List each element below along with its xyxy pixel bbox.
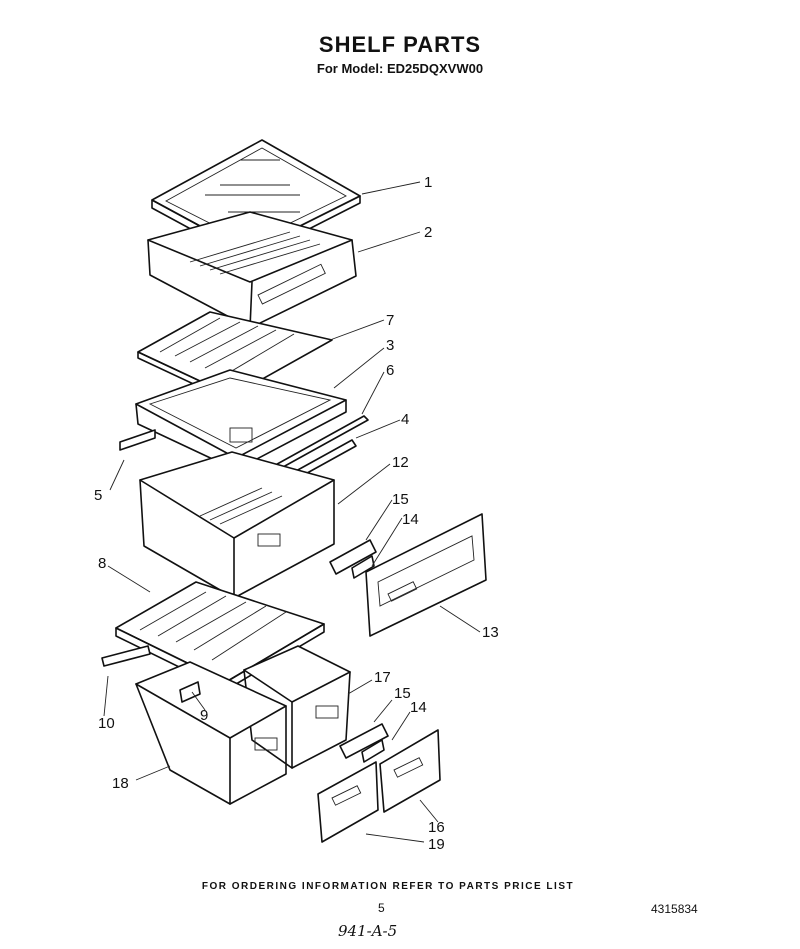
- document-number: 4315834: [651, 902, 698, 916]
- model-subtitle: For Model: ED25DQXVW00: [316, 61, 484, 76]
- callout-4: 4: [401, 411, 409, 428]
- callout-1: 1: [424, 174, 432, 191]
- part-left-small-front: [317, 761, 379, 843]
- page-title: SHELF PARTS: [318, 32, 482, 57]
- part-drawer-clips-upper: [329, 539, 377, 579]
- part-lower-rail: [101, 645, 151, 667]
- part-right-small-front: [379, 729, 441, 813]
- callout-19: 19: [428, 836, 445, 853]
- part-shelf-frame: [135, 369, 347, 471]
- part-upper-drawer-front: [365, 513, 487, 637]
- callout-14-upper: 14: [402, 511, 419, 528]
- callout-14-lower: 14: [410, 699, 427, 716]
- callout-15-lower: 15: [394, 685, 411, 702]
- handwritten-note: 941-A-5: [338, 922, 398, 940]
- callout-16: 16: [428, 819, 445, 836]
- callout-9: 9: [200, 707, 208, 724]
- part-left-lower-bin: [135, 661, 287, 805]
- part-upper-tray: [147, 211, 357, 329]
- callout-15-upper: 15: [392, 491, 409, 508]
- part-drawer-clips-lower: [339, 723, 389, 763]
- callout-7: 7: [386, 312, 394, 329]
- ordering-info-note: FOR ORDERING INFORMATION REFER TO PARTS …: [201, 881, 575, 892]
- page-number: 5: [378, 901, 385, 915]
- callout-13: 13: [482, 624, 499, 641]
- callout-10: 10: [98, 715, 115, 732]
- callout-numbers: 1 2 7 3 6 4 5 12 15 14 8 13 17 15 14 10 …: [94, 174, 499, 853]
- callout-17: 17: [374, 669, 391, 686]
- callout-8: 8: [98, 555, 106, 572]
- part-upper-drawer: [139, 451, 335, 599]
- callout-6: 6: [386, 362, 394, 379]
- callout-12: 12: [392, 454, 409, 471]
- callout-2: 2: [424, 224, 432, 241]
- callout-5: 5: [94, 487, 102, 504]
- callout-3: 3: [386, 337, 394, 354]
- leader-lines: [103, 181, 481, 843]
- callout-18: 18: [112, 775, 129, 792]
